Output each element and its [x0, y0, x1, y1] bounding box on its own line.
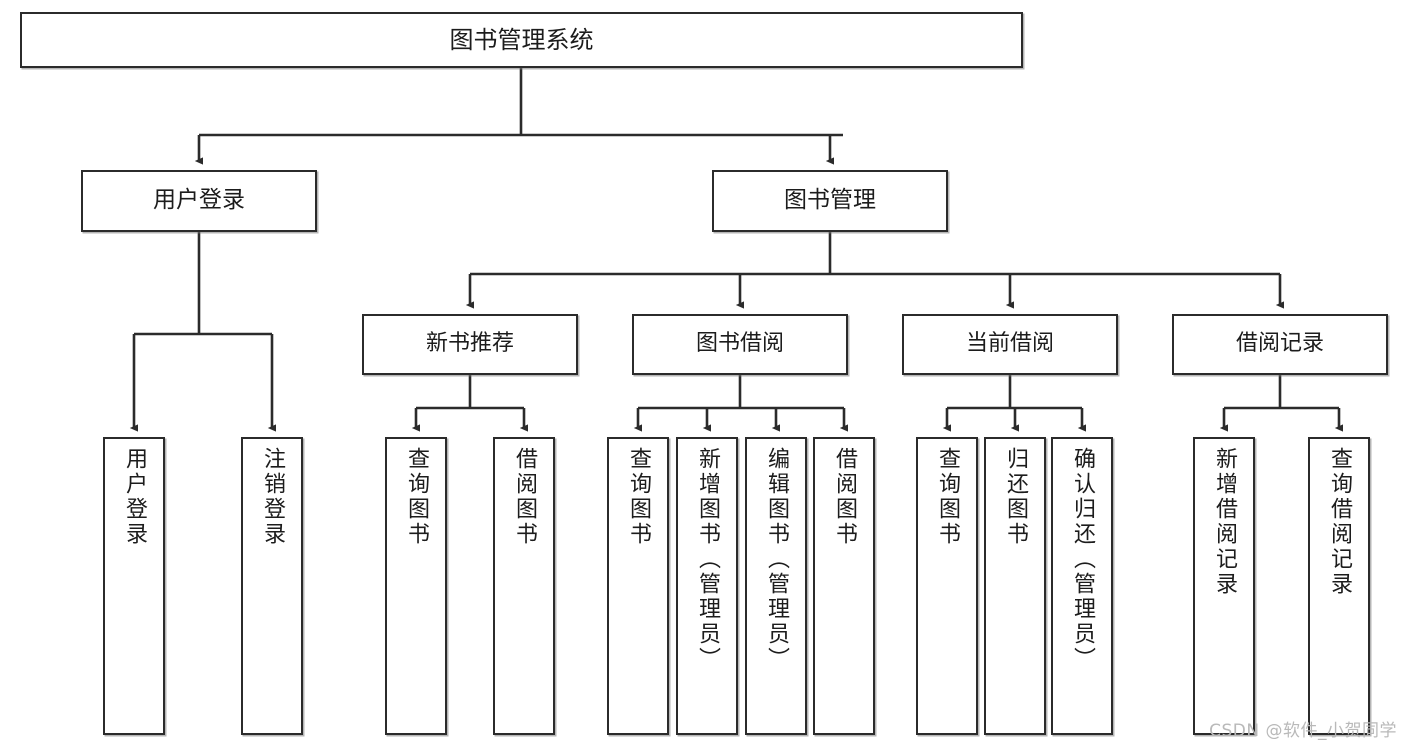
- node-user-login[interactable]: 用户登录: [81, 170, 317, 232]
- node-leaf-return-book[interactable]: 归还图书: [984, 437, 1046, 735]
- node-root-system[interactable]: 图书管理系统: [20, 12, 1023, 68]
- node-label: 借阅图书: [512, 447, 537, 547]
- node-label: 确认归还（管理员）: [1070, 447, 1095, 672]
- node-label: 当前借阅: [965, 331, 1054, 357]
- node-label: 图书借阅: [695, 331, 784, 357]
- node-leaf-confirm-return[interactable]: 确认归还（管理员）: [1051, 437, 1113, 735]
- node-label: 查询图书: [935, 447, 960, 547]
- node-new-book-recommend[interactable]: 新书推荐: [362, 314, 578, 375]
- node-leaf-query-book-2[interactable]: 查询图书: [607, 437, 669, 735]
- node-label: 新书推荐: [425, 331, 514, 357]
- node-label: 编辑图书（管理员）: [764, 447, 789, 672]
- node-leaf-borrow-book-1[interactable]: 借阅图书: [493, 437, 555, 735]
- node-leaf-query-book-3[interactable]: 查询图书: [916, 437, 978, 735]
- node-leaf-borrow-book-2[interactable]: 借阅图书: [813, 437, 875, 735]
- node-label: 新增图书（管理员）: [695, 447, 720, 672]
- watermark-text: CSDN @软件_小贺同学: [1209, 721, 1397, 741]
- node-label: 查询图书: [404, 447, 429, 547]
- node-borrow-record[interactable]: 借阅记录: [1172, 314, 1388, 375]
- node-leaf-add-record[interactable]: 新增借阅记录: [1193, 437, 1255, 735]
- node-label: 借阅图书: [832, 447, 857, 547]
- node-book-manage[interactable]: 图书管理: [712, 170, 948, 232]
- node-label: 用户登录: [153, 187, 245, 214]
- node-label: 新增借阅记录: [1212, 447, 1237, 597]
- node-leaf-add-book[interactable]: 新增图书（管理员）: [676, 437, 738, 735]
- node-leaf-edit-book[interactable]: 编辑图书（管理员）: [745, 437, 807, 735]
- node-book-borrow[interactable]: 图书借阅: [632, 314, 848, 375]
- node-label: 查询借阅记录: [1327, 447, 1352, 597]
- node-label: 查询图书: [626, 447, 651, 547]
- node-leaf-user-login[interactable]: 用户登录: [103, 437, 165, 735]
- node-label: 用户登录: [122, 447, 147, 547]
- node-label: 归还图书: [1003, 447, 1028, 547]
- node-current-borrow[interactable]: 当前借阅: [902, 314, 1118, 375]
- node-leaf-logout[interactable]: 注销登录: [241, 437, 303, 735]
- node-label: 注销登录: [260, 447, 285, 547]
- node-label: 图书管理系统: [449, 25, 594, 54]
- node-leaf-query-book-1[interactable]: 查询图书: [385, 437, 447, 735]
- node-label: 图书管理: [784, 187, 876, 214]
- node-leaf-query-record[interactable]: 查询借阅记录: [1308, 437, 1370, 735]
- node-label: 借阅记录: [1235, 331, 1324, 357]
